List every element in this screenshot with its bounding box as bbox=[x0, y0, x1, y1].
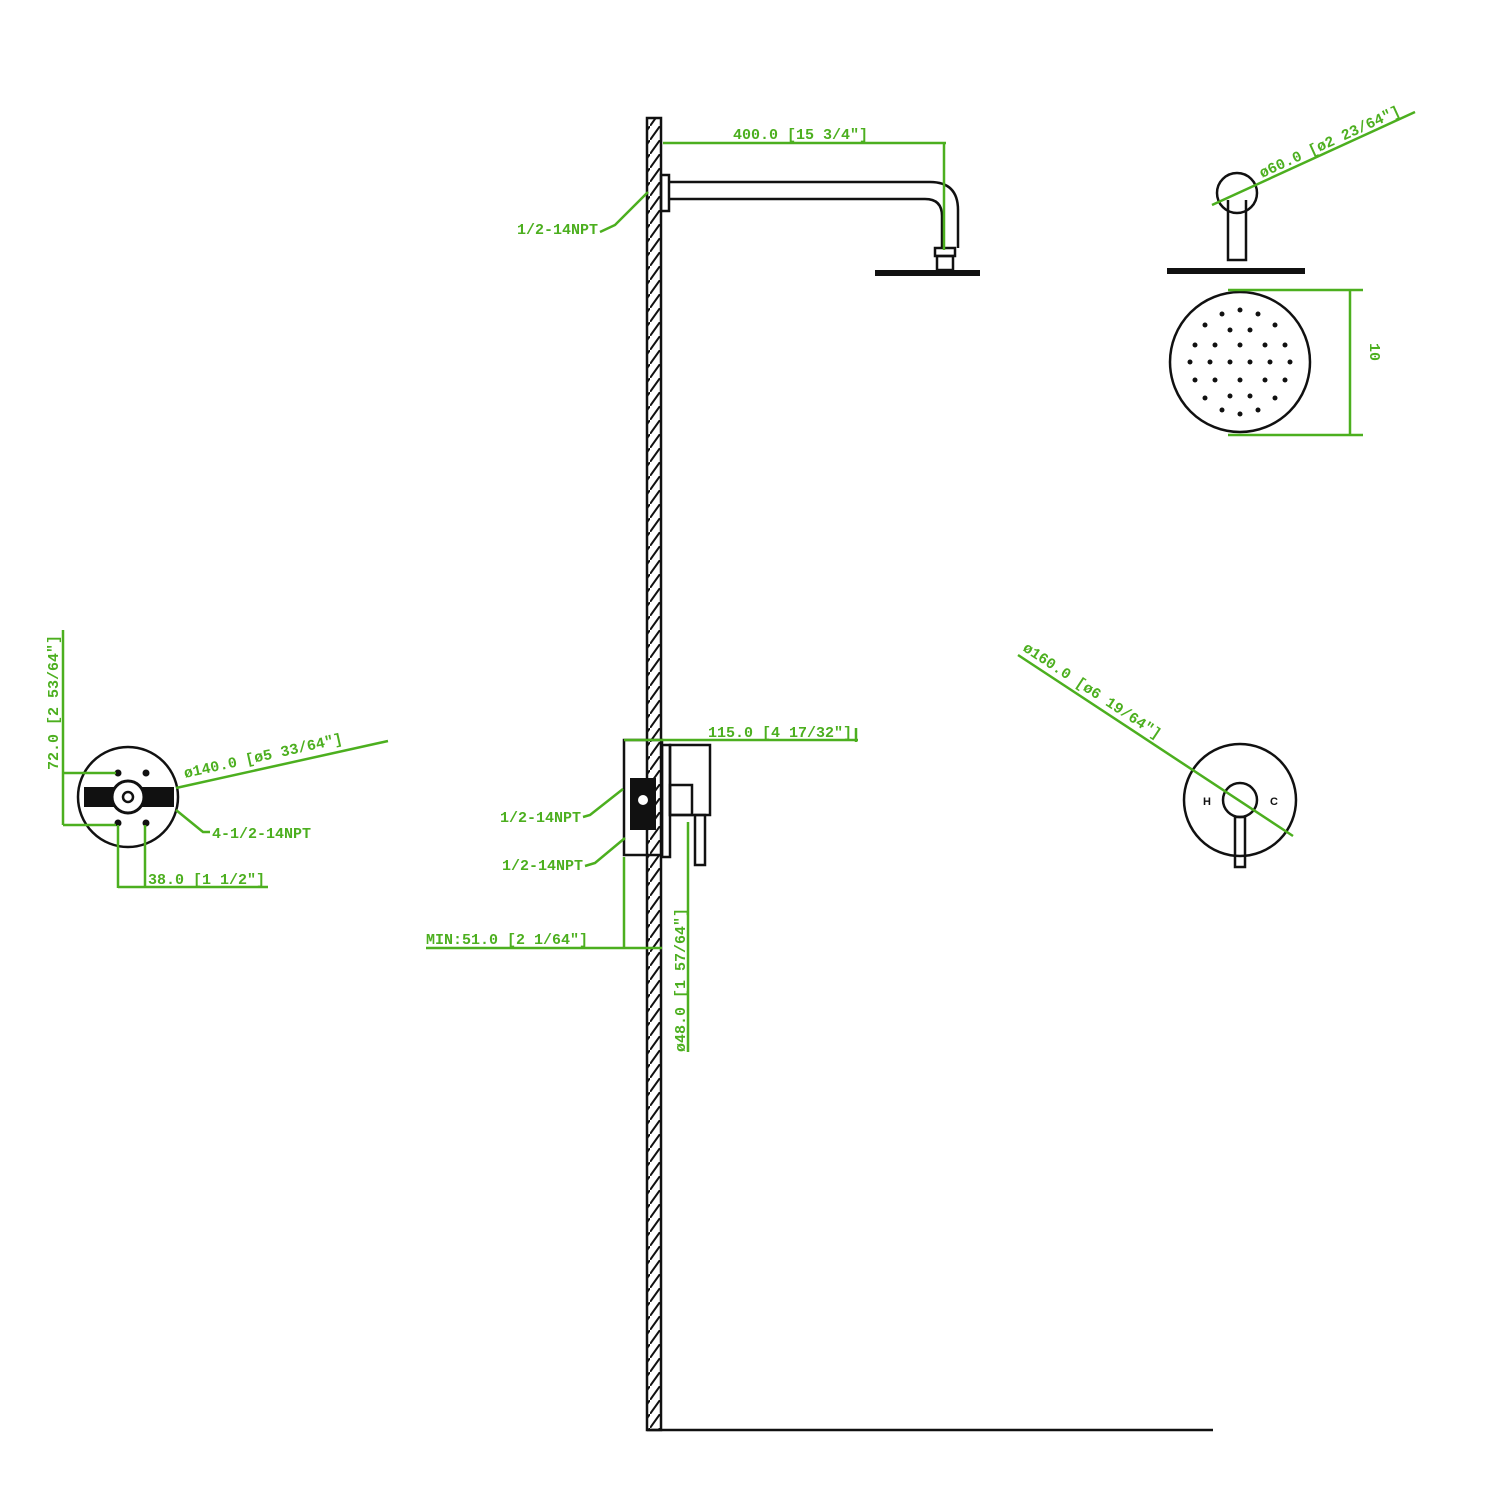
min-depth-dimension: MIN:51.0 [2 1/64"] bbox=[426, 857, 662, 950]
svg-text:400.0 [15 3/4"]: 400.0 [15 3/4"] bbox=[733, 127, 868, 144]
svg-text:4-1/2-14NPT: 4-1/2-14NPT bbox=[212, 826, 311, 843]
handle-body bbox=[668, 743, 712, 817]
showerhead-side-top bbox=[1167, 171, 1305, 274]
svg-text:ø48.0 [1 57/64"]: ø48.0 [1 57/64"] bbox=[673, 908, 690, 1052]
svg-text:C: C bbox=[1270, 796, 1278, 808]
svg-text:115.0 [4 17/32"]: 115.0 [4 17/32"] bbox=[708, 725, 852, 742]
svg-text:72.0 [2 53/64"]: 72.0 [2 53/64"] bbox=[46, 635, 63, 770]
shower-arm bbox=[659, 173, 980, 276]
valve-body-front bbox=[76, 745, 180, 849]
port-spacing-dimension: 38.0 [1 1/2"] bbox=[116, 825, 268, 889]
svg-text:ø160.0 [ø6 19/64"]: ø160.0 [ø6 19/64"] bbox=[1019, 640, 1164, 743]
flange-dia-dimension: ø60.0 [ø2 23/64"] bbox=[1211, 103, 1416, 207]
svg-text:1/2-14NPT: 1/2-14NPT bbox=[500, 810, 581, 827]
svg-text:10: 10 bbox=[1365, 343, 1382, 361]
svg-text:MIN:51.0 [2 1/64"]: MIN:51.0 [2 1/64"] bbox=[426, 932, 588, 949]
valve-side bbox=[622, 738, 712, 867]
trim-dia-dimension: ø160.0 [ø6 19/64"] bbox=[1017, 640, 1294, 838]
svg-text:H: H bbox=[1203, 796, 1211, 808]
lever bbox=[693, 813, 707, 867]
valve-height-dimension: 72.0 [2 53/64"] bbox=[46, 630, 116, 827]
ports-callout: 4-1/2-14NPT bbox=[175, 809, 311, 843]
svg-text:38.0 [1 1/2"]: 38.0 [1 1/2"] bbox=[148, 872, 265, 889]
plate-dia-dimension: ø140.0 [ø5 33/64"] bbox=[175, 731, 389, 790]
showerhead-face bbox=[1168, 290, 1312, 434]
handle-dia-dimension: ø48.0 [1 57/64"] bbox=[673, 822, 690, 1052]
svg-text:ø60.0 [ø2 23/64"]: ø60.0 [ø2 23/64"] bbox=[1257, 103, 1403, 182]
svg-text:1/2-14NPT: 1/2-14NPT bbox=[502, 858, 583, 875]
inlet-bottom-callout: 1/2-14NPT bbox=[502, 837, 626, 875]
trim-lever bbox=[1233, 815, 1247, 869]
svg-text:1/2-14NPT: 1/2-14NPT bbox=[517, 222, 598, 239]
valve-depth-dimension: 115.0 [4 17/32"] bbox=[624, 725, 858, 742]
head-size-dimension: 10 bbox=[1228, 288, 1382, 437]
trim-plate: H C bbox=[1182, 742, 1298, 869]
wall-section bbox=[645, 116, 1213, 1432]
arm-length-dimension: 400.0 [15 3/4"] bbox=[663, 127, 946, 250]
arm-thread-callout: 1/2-14NPT bbox=[517, 191, 649, 239]
inlet-top-callout: 1/2-14NPT bbox=[500, 788, 624, 827]
